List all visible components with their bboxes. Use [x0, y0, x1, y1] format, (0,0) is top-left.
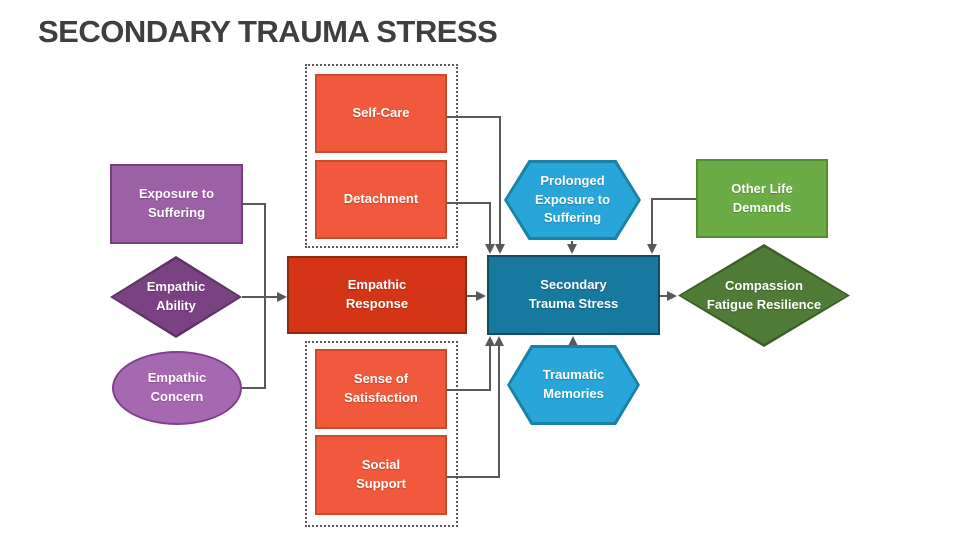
hexagon-label: Prolonged Exposure to Suffering	[507, 163, 638, 237]
node-compassion-fatigue-diamond: Compassion Fatigue Resilience	[678, 244, 850, 347]
hexagon-label: Traumatic Memories	[510, 348, 637, 422]
diamond-label: Compassion Fatigue Resilience	[681, 247, 847, 344]
diamond-label: Empathic Ability	[113, 259, 239, 335]
group-top-dotted	[305, 64, 458, 248]
node-empathic-concern-ellipse: Empathic Concern	[112, 351, 242, 425]
node-empathic-ability-diamond: Empathic Ability	[110, 256, 242, 338]
node-social-support: Social Support	[315, 435, 447, 515]
node-self-care: Self-Care	[315, 74, 447, 153]
edge-left-merge	[242, 203, 266, 389]
node-other-life-demands: Other Life Demands	[696, 159, 828, 238]
node-sense-of-satisfaction: Sense of Satisfaction	[315, 349, 447, 429]
node-detachment: Detachment	[315, 160, 447, 239]
node-secondary-trauma-stress: Secondary Trauma Stress	[487, 255, 660, 335]
node-traumatic-memories-hexagon: Traumatic Memories	[507, 345, 640, 425]
group-bottom-dotted	[305, 341, 458, 527]
node-exposure-to-suffering: Exposure to Suffering	[110, 164, 243, 244]
node-prolonged-exposure-hexagon: Prolonged Exposure to Suffering	[504, 160, 641, 240]
node-empathic-response: Empathic Response	[287, 256, 467, 334]
slide-title: SECONDARY TRAUMA STRESS	[38, 14, 498, 49]
